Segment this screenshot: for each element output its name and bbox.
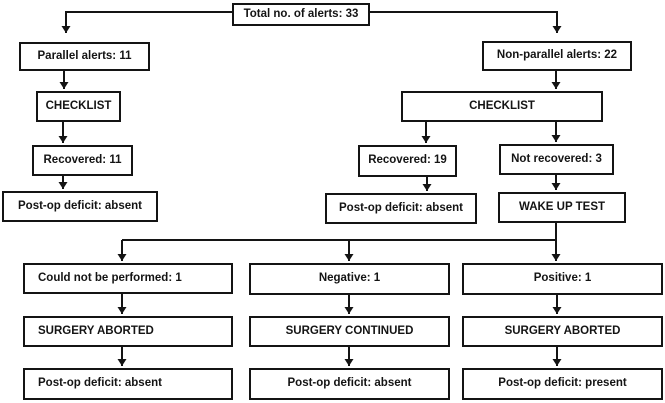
node-positive-1: Positive: 1 <box>462 263 663 295</box>
node-checklist-left: CHECKLIST <box>36 91 121 122</box>
node-could-not-be-performed: Could not be performed: 1 <box>23 263 233 294</box>
node-recovered-19: Recovered: 19 <box>358 145 457 177</box>
node-non-parallel-alerts: Non-parallel alerts: 22 <box>482 41 632 71</box>
node-postop-absent-col1: Post-op deficit: absent <box>23 368 233 400</box>
node-not-recovered-3: Not recovered: 3 <box>499 144 614 175</box>
node-surgery-aborted-col1: SURGERY ABORTED <box>23 316 233 347</box>
node-wake-up-test: WAKE UP TEST <box>498 192 626 223</box>
node-recovered-11: Recovered: 11 <box>32 145 133 176</box>
node-postop-absent-mid: Post-op deficit: absent <box>325 193 477 224</box>
node-total-alerts: Total no. of alerts: 33 <box>232 3 370 26</box>
node-postop-present-col3: Post-op deficit: present <box>462 368 663 400</box>
edge-total-to-nonparallel <box>370 11 562 33</box>
edge-wakeup-junction <box>122 223 557 241</box>
edge-total-to-parallel <box>61 11 232 33</box>
node-parallel-alerts: Parallel alerts: 11 <box>19 42 150 71</box>
node-checklist-right: CHECKLIST <box>401 91 603 122</box>
node-negative-1: Negative: 1 <box>249 263 450 295</box>
node-surgery-aborted-col3: SURGERY ABORTED <box>462 316 663 347</box>
node-postop-absent-col2: Post-op deficit: absent <box>249 368 450 400</box>
node-postop-absent-left: Post-op deficit: absent <box>2 191 158 222</box>
node-surgery-continued: SURGERY CONTINUED <box>249 316 450 347</box>
